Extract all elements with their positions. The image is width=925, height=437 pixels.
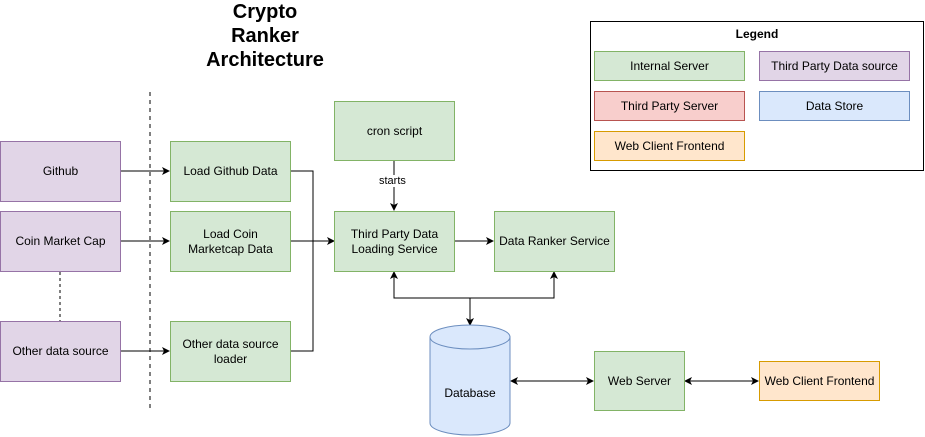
loader-other: Other data source loader (170, 321, 291, 382)
legend-data-store: Data Store (759, 91, 910, 121)
legend-web-client-frontend: Web Client Frontend (594, 131, 745, 161)
cron-script: cron script (334, 101, 455, 161)
edge-github-loader-to-service (291, 170, 314, 241)
source-other: Other data source (0, 321, 121, 382)
legend-title: Legend (735, 27, 779, 41)
legend-internal-server: Internal Server (594, 51, 745, 81)
web-server: Web Server (594, 351, 685, 411)
title-line-2: Ranker (231, 25, 299, 47)
loader-coin-marketcap: Load Coin Marketcap Data (170, 211, 291, 272)
title-line-3: Architecture (206, 49, 324, 71)
loader-github: Load Github Data (170, 141, 291, 202)
legend-third-party-server: Third Party Server (594, 91, 745, 121)
web-client-frontend: Web Client Frontend (759, 361, 880, 401)
diagram-title: Crypto Ranker Architecture (200, 0, 330, 72)
data-ranker-service: Data Ranker Service (494, 211, 615, 272)
third-party-data-loading-service: Third Party Data Loading Service (334, 211, 455, 272)
edge-label-starts: starts (378, 175, 407, 187)
legend-third-party-data-source: Third Party Data source (759, 51, 910, 81)
database-label: Database (444, 386, 496, 400)
edge-service-database (390, 271, 470, 299)
edge-ranker-database (470, 271, 558, 299)
source-github: Github (0, 141, 121, 202)
database-cylinder (429, 324, 511, 436)
source-coin-market-cap: Coin Market Cap (0, 211, 121, 272)
title-line-1: Crypto (232, 1, 298, 23)
edge-other-loader-to-service (291, 241, 314, 352)
